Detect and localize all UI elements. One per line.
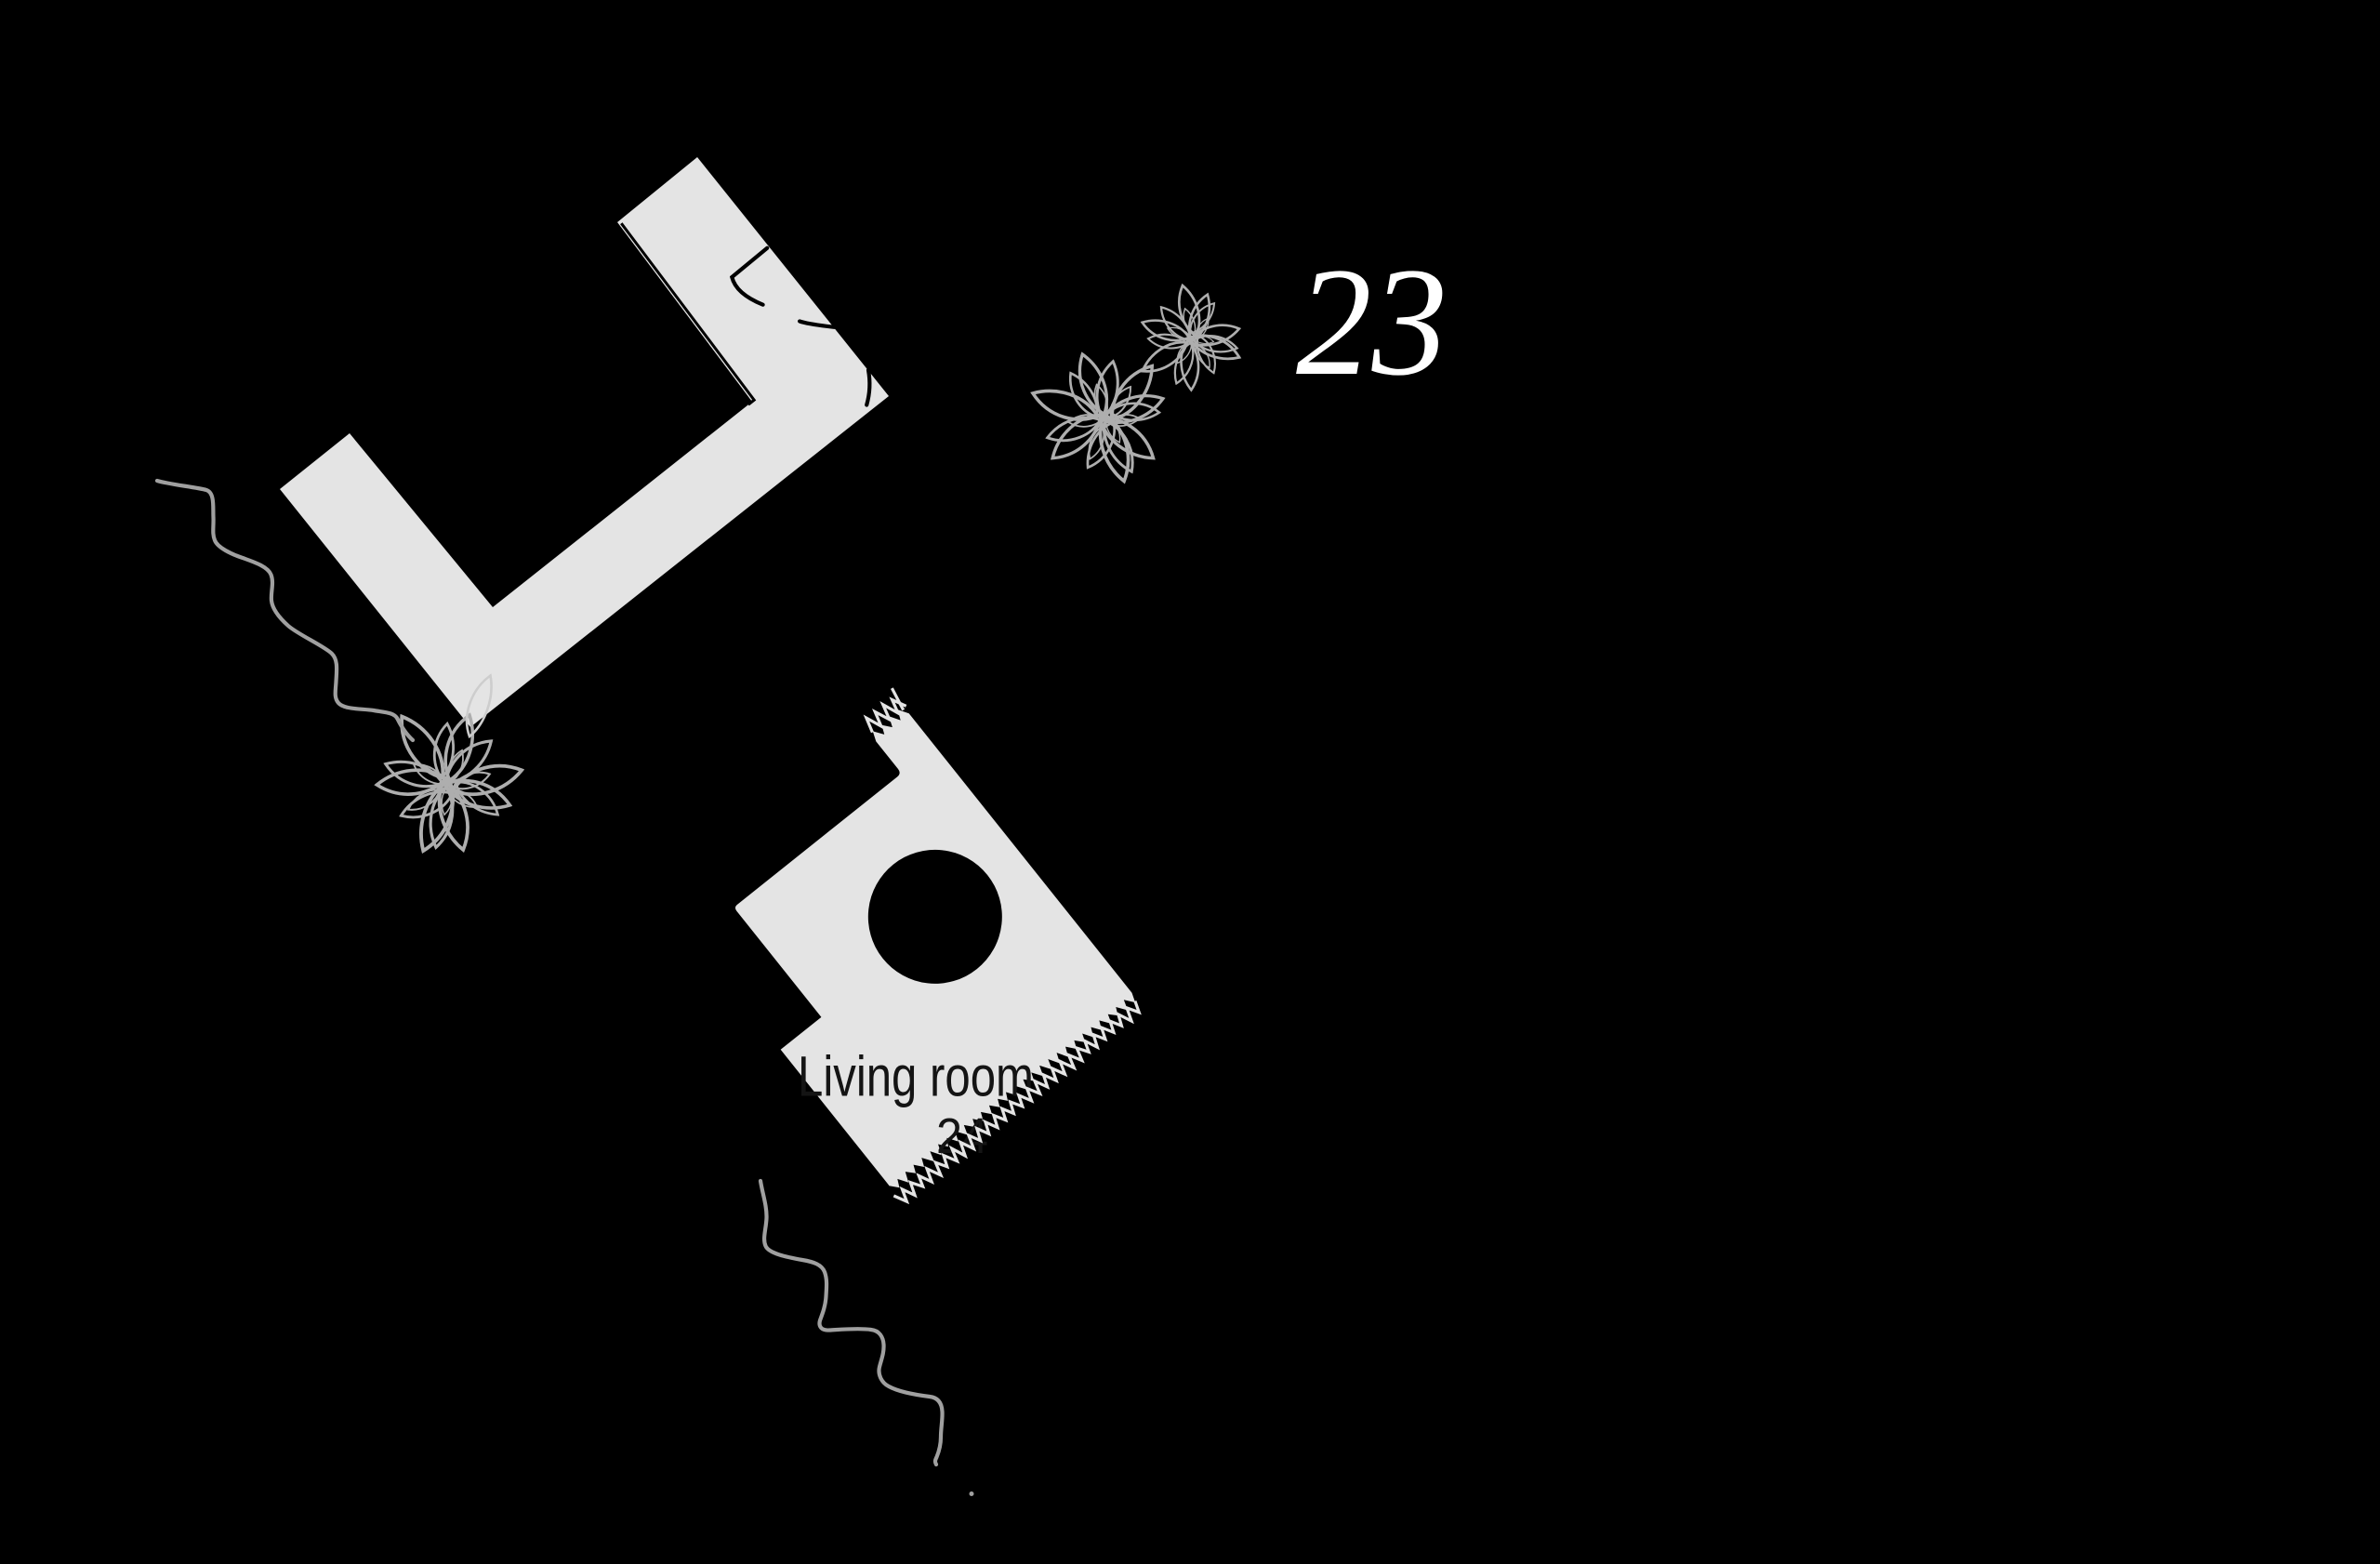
svg-text:Living room: Living room <box>798 1045 1034 1108</box>
svg-text:23: 23 <box>1296 236 1448 408</box>
